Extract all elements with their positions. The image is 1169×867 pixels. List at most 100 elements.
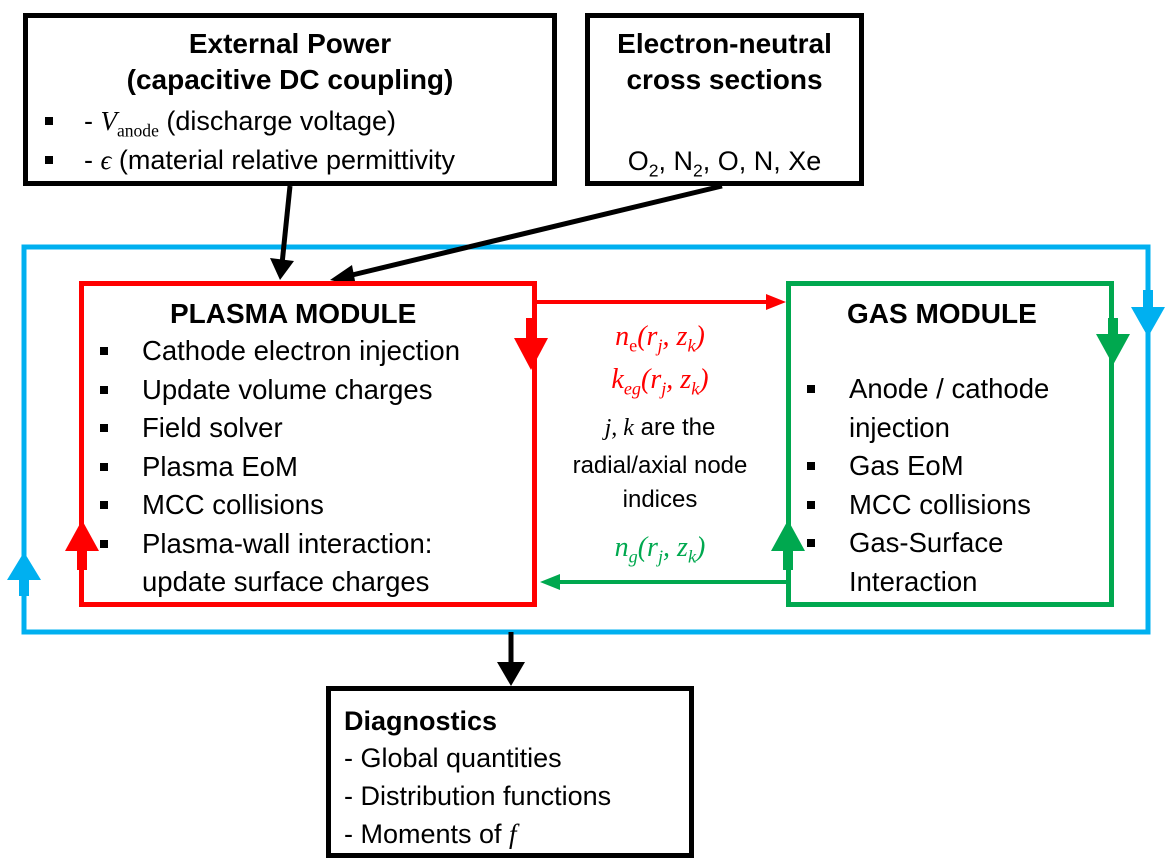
- species-n2: , N: [658, 146, 693, 176]
- v-subscript: anode: [117, 120, 159, 141]
- cross-sections-box: Electron-neutral cross sections O2, N2, …: [585, 13, 864, 186]
- plasma-module-list: Cathode electron injection Update volume…: [100, 332, 460, 602]
- gas-item-label: MCC collisions: [849, 488, 1031, 520]
- bullet-icon: [100, 385, 108, 394]
- external-power-item-epsilon: - ϵ (material relative permittivity: [84, 141, 455, 179]
- ng-args-sub: j: [657, 546, 664, 567]
- plasma-item: MCC collisions: [100, 486, 460, 525]
- moments-text: - Moments of: [344, 819, 510, 849]
- gas-item: MCC collisions: [807, 486, 1049, 525]
- keg-symbol: k: [611, 364, 624, 395]
- loop-up-arrow-left: [7, 552, 41, 596]
- gas-module-box: GAS MODULE Anode / cathode injection Gas…: [786, 281, 1114, 607]
- moments-symbol: f: [509, 819, 517, 849]
- gas-item-label: Interaction: [849, 565, 978, 597]
- keg-close: ): [699, 364, 709, 395]
- bullet-icon: [100, 539, 108, 548]
- ne-args: (r: [637, 321, 658, 352]
- bullet-icon: [100, 347, 108, 355]
- plasma-to-gas-arrow: [536, 294, 786, 310]
- plasma-item-label: Update volume charges: [142, 373, 433, 405]
- cross-sections-title-2: cross sections: [626, 64, 823, 95]
- jk-note-line2: radial/axial node: [572, 452, 748, 479]
- species-o2-sub: 2: [648, 160, 659, 181]
- bullet-icon: [100, 462, 108, 471]
- diagnostics-item-global: - Global quantities: [344, 743, 562, 773]
- gas-item: Gas-Surface: [807, 524, 1049, 563]
- epsilon-description: (material relative permittivity: [111, 145, 455, 175]
- gas-item-label: Gas-Surface: [849, 527, 1004, 558]
- species-o2: O: [627, 146, 649, 176]
- keg-args-mid: , z: [666, 364, 692, 395]
- dash-text: -: [84, 106, 101, 136]
- diagnostics-item-moments: - Moments of f: [344, 815, 517, 853]
- plasma-item: Plasma EoM: [100, 448, 460, 487]
- bullet-icon: [807, 385, 815, 393]
- gas-module-title: GAS MODULE: [847, 298, 1037, 329]
- bullet-icon: [807, 462, 815, 470]
- species-n2-sub: 2: [692, 160, 703, 181]
- jk-text: are the: [633, 414, 716, 441]
- ng-close: ): [696, 532, 706, 563]
- ng-subscript: g: [628, 546, 638, 567]
- external-power-box: External Power (capacitive DC coupling) …: [23, 13, 557, 186]
- ng-args: (r: [637, 532, 658, 563]
- plasma-item-label: Plasma EoM: [142, 450, 298, 482]
- ne-label: ne(rj, zk): [560, 321, 760, 357]
- bullet-icon: [807, 539, 815, 547]
- ng-label: ng(rj, zk): [560, 532, 760, 568]
- diagnostics-title: Diagnostics: [344, 706, 498, 736]
- plasma-item: Update volume charges: [100, 371, 460, 410]
- external-power-title-2: (capacitive DC coupling): [126, 64, 454, 95]
- plasma-module-box: PLASMA MODULE Cathode electron injection…: [79, 281, 537, 607]
- plasma-item: Field solver: [100, 409, 460, 448]
- gas-item-label: injection: [849, 411, 950, 443]
- gas-item-continuation: Interaction: [807, 563, 1049, 602]
- plasma-item-label: update surface charges: [142, 566, 430, 597]
- jk-note-line3: indices: [622, 486, 698, 513]
- jk-symbols: j, k: [604, 415, 634, 441]
- bullet-icon: [100, 501, 108, 509]
- plasma-item-label: Field solver: [142, 412, 283, 443]
- plasma-item: Plasma-wall interaction:: [100, 525, 460, 564]
- keg-args-sub: j: [661, 378, 667, 399]
- plasma-module-title: PLASMA MODULE: [170, 298, 417, 329]
- gas-item-label: Gas EoM: [849, 450, 964, 481]
- jk-note-line1: j, k are the: [550, 414, 770, 442]
- cross-sections-to-plasma-arrow: [330, 183, 723, 286]
- ng-args-mid: , z: [663, 532, 688, 563]
- external-power-title-1: External Power: [188, 28, 392, 59]
- dash-text: -: [84, 145, 101, 175]
- epsilon-symbol: ϵ: [100, 145, 112, 175]
- loop-down-arrow-right: [1131, 290, 1165, 337]
- cross-sections-title-1: Electron-neutral: [617, 28, 832, 59]
- external-power-item-vanode: - Vanode (discharge voltage): [84, 102, 396, 149]
- loop-to-diagnostics-arrow: [497, 632, 525, 686]
- diagnostics-item-distribution: - Distribution functions: [344, 781, 612, 811]
- ne-close: ): [695, 321, 705, 352]
- gas-item-label: Anode / cathode: [849, 373, 1050, 404]
- plasma-item: Cathode electron injection: [100, 332, 460, 371]
- ne-symbol: n: [615, 321, 630, 352]
- bullet-icon: [45, 156, 53, 164]
- plasma-item-label: Plasma-wall interaction:: [142, 527, 433, 559]
- plasma-item-continuation: update surface charges: [100, 563, 460, 602]
- ng-args-sub2: k: [687, 546, 697, 567]
- bullet-icon: [45, 117, 53, 125]
- species-list: O2, N2, O, N, Xe: [590, 142, 859, 189]
- ne-args-mid: , z: [662, 321, 688, 352]
- ne-subscript: e: [629, 335, 638, 356]
- ng-symbol: n: [614, 532, 629, 563]
- v-symbol: V: [100, 106, 118, 136]
- gas-item-continuation: injection: [807, 409, 1049, 448]
- gas-item: Anode / cathode: [807, 370, 1049, 409]
- keg-args: (r: [641, 364, 662, 395]
- keg-subscript: eg: [623, 378, 641, 399]
- gas-to-plasma-arrow: [540, 574, 788, 590]
- power-to-plasma-arrow: [270, 185, 294, 280]
- species-rest: , O, N, Xe: [702, 146, 822, 176]
- ne-args-sub2: k: [687, 335, 696, 356]
- bullet-icon: [807, 500, 815, 509]
- plasma-item-label: MCC collisions: [142, 489, 324, 520]
- keg-args-sub2: k: [691, 378, 700, 399]
